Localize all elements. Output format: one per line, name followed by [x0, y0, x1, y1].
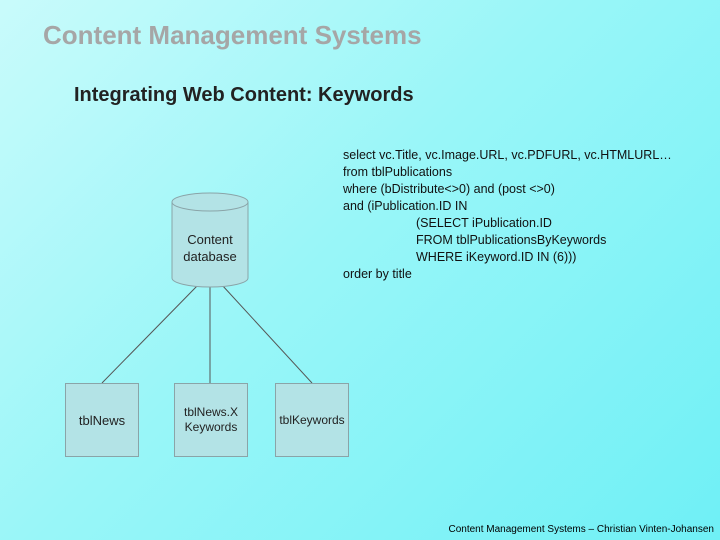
sql-line: FROM tblPublicationsByKeywords	[416, 233, 607, 247]
database-label: Content database	[172, 231, 248, 265]
sql-line: WHERE iKeyword.ID IN (6)))	[416, 250, 577, 264]
sql-line: (SELECT iPublication.ID	[416, 216, 552, 230]
table-tblnewsx-label-line2: Keywords	[184, 420, 238, 434]
connector-db-to-tblkeywords	[221, 284, 313, 384]
table-tblkeywords-label: tblKeywords	[279, 413, 345, 427]
slide-subtitle: Integrating Web Content: Keywords	[74, 84, 414, 106]
table-tblnews-label: tblNews	[78, 412, 126, 428]
sql-line: order by title	[343, 267, 412, 281]
database-label-line2: database	[183, 249, 237, 264]
database-cylinder-icon	[171, 192, 249, 288]
sql-line: select vc.Title, vc.Image.URL, vc.PDFURL…	[343, 148, 672, 162]
table-tblnews: tblNews	[65, 383, 139, 457]
table-tblnewsx-keywords: tblNews.X Keywords	[174, 383, 248, 457]
sql-line: where (bDistribute<>0) and (post <>0)	[343, 182, 555, 196]
connector-db-to-tblnews	[101, 284, 199, 384]
sql-line: from tblPublications	[343, 165, 453, 179]
database-label-line1: Content	[187, 232, 233, 247]
sql-line: and (iPublication.ID IN	[343, 199, 468, 213]
sql-query: select vc.Title, vc.Image.URL, vc.PDFURL…	[343, 147, 672, 283]
table-tblkeywords: tblKeywords	[275, 383, 349, 457]
slide-footer: Content Management Systems – Christian V…	[448, 524, 714, 535]
table-tblnewsx-label-line1: tblNews.X	[183, 405, 239, 419]
slide-title: Content Management Systems	[43, 20, 422, 50]
